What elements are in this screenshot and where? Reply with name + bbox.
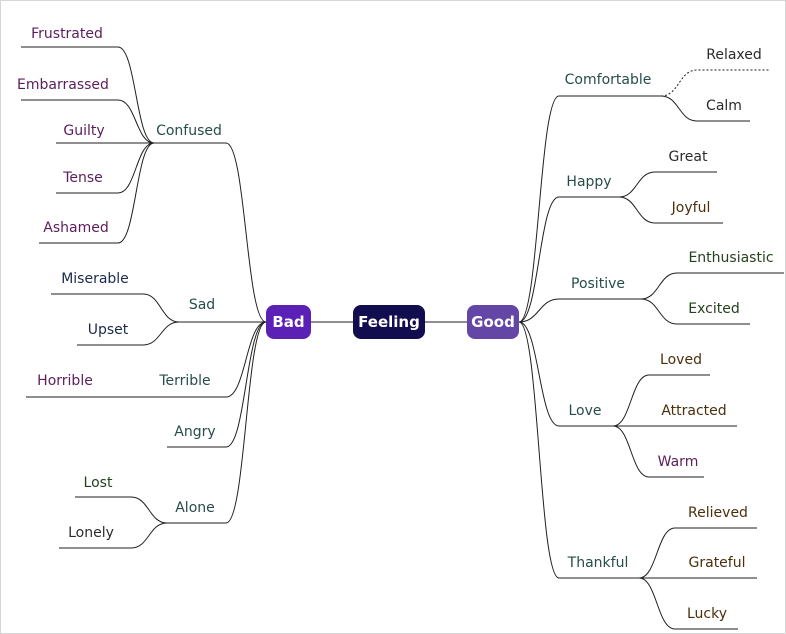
node-miserable[interactable]: Miserable bbox=[61, 271, 129, 287]
node-good[interactable]: Good bbox=[467, 305, 519, 339]
link-sad-upset bbox=[77, 321, 180, 346]
link-good-positive bbox=[518, 298, 641, 323]
link-thankful-lucky bbox=[638, 577, 738, 630]
node-horrible[interactable]: Horrible bbox=[37, 373, 93, 389]
link-comfortable-calm bbox=[660, 95, 750, 122]
link-bad-terrible bbox=[141, 321, 267, 398]
node-lost[interactable]: Lost bbox=[83, 475, 113, 491]
node-frustrated[interactable]: Frustrated bbox=[31, 26, 103, 42]
link-good-love bbox=[518, 321, 613, 427]
node-sad[interactable]: Sad bbox=[188, 297, 216, 313]
link-confused-ashamed bbox=[39, 142, 155, 244]
node-lucky[interactable]: Lucky bbox=[686, 606, 728, 622]
node-relaxed[interactable]: Relaxed bbox=[706, 47, 762, 63]
link-confused-embarrassed bbox=[21, 99, 155, 144]
link-bad-confused bbox=[154, 142, 267, 323]
link-confused-tense bbox=[56, 142, 155, 194]
node-tense[interactable]: Tense bbox=[63, 170, 103, 186]
root-node-feeling[interactable]: Feeling bbox=[353, 305, 425, 339]
node-happy[interactable]: Happy bbox=[566, 174, 612, 190]
node-bad[interactable]: Bad bbox=[266, 305, 311, 339]
link-alone-lonely bbox=[59, 522, 168, 549]
link-good-comfortable bbox=[518, 95, 661, 323]
link-confused-frustrated bbox=[21, 46, 155, 144]
link-love-loved bbox=[612, 374, 710, 427]
link-positive-enthusiastic bbox=[640, 272, 784, 300]
node-confused[interactable]: Confused bbox=[156, 123, 222, 139]
node-excited[interactable]: Excited bbox=[688, 301, 740, 317]
link-alone-lost bbox=[75, 496, 168, 524]
node-loved[interactable]: Loved bbox=[660, 352, 702, 368]
link-bad-alone bbox=[167, 321, 267, 524]
node-grateful[interactable]: Grateful bbox=[688, 555, 746, 571]
node-terrible[interactable]: Terrible bbox=[159, 373, 211, 389]
node-lonely[interactable]: Lonely bbox=[68, 525, 114, 541]
node-warm[interactable]: Warm bbox=[657, 454, 699, 470]
node-positive[interactable]: Positive bbox=[571, 276, 625, 292]
link-thankful-relieved bbox=[638, 527, 757, 579]
node-thankful[interactable]: Thankful bbox=[567, 555, 629, 571]
link-good-happy bbox=[518, 196, 619, 323]
node-calm[interactable]: Calm bbox=[706, 98, 742, 114]
node-joyful[interactable]: Joyful bbox=[671, 200, 711, 216]
link-happy-great bbox=[618, 171, 717, 198]
node-great[interactable]: Great bbox=[668, 149, 708, 165]
node-angry[interactable]: Angry bbox=[174, 424, 216, 440]
node-comfortable[interactable]: Comfortable bbox=[564, 72, 652, 88]
node-relieved[interactable]: Relieved bbox=[688, 505, 748, 521]
node-attracted[interactable]: Attracted bbox=[661, 403, 727, 419]
link-love-warm bbox=[612, 425, 704, 478]
node-upset[interactable]: Upset bbox=[87, 322, 129, 338]
node-ashamed[interactable]: Ashamed bbox=[43, 220, 109, 236]
node-guilty[interactable]: Guilty bbox=[63, 123, 105, 139]
node-love[interactable]: Love bbox=[568, 403, 602, 419]
link-bad-angry bbox=[167, 321, 267, 448]
link-comfortable-relaxed bbox=[660, 69, 770, 97]
link-positive-excited bbox=[640, 298, 750, 325]
link-happy-joyful bbox=[618, 196, 723, 224]
node-enthusiastic[interactable]: Enthusiastic bbox=[688, 250, 774, 266]
link-sad-miserable bbox=[51, 293, 180, 323]
node-embarrassed[interactable]: Embarrassed bbox=[17, 77, 109, 93]
node-alone[interactable]: Alone bbox=[175, 500, 215, 516]
link-good-thankful bbox=[518, 321, 639, 579]
